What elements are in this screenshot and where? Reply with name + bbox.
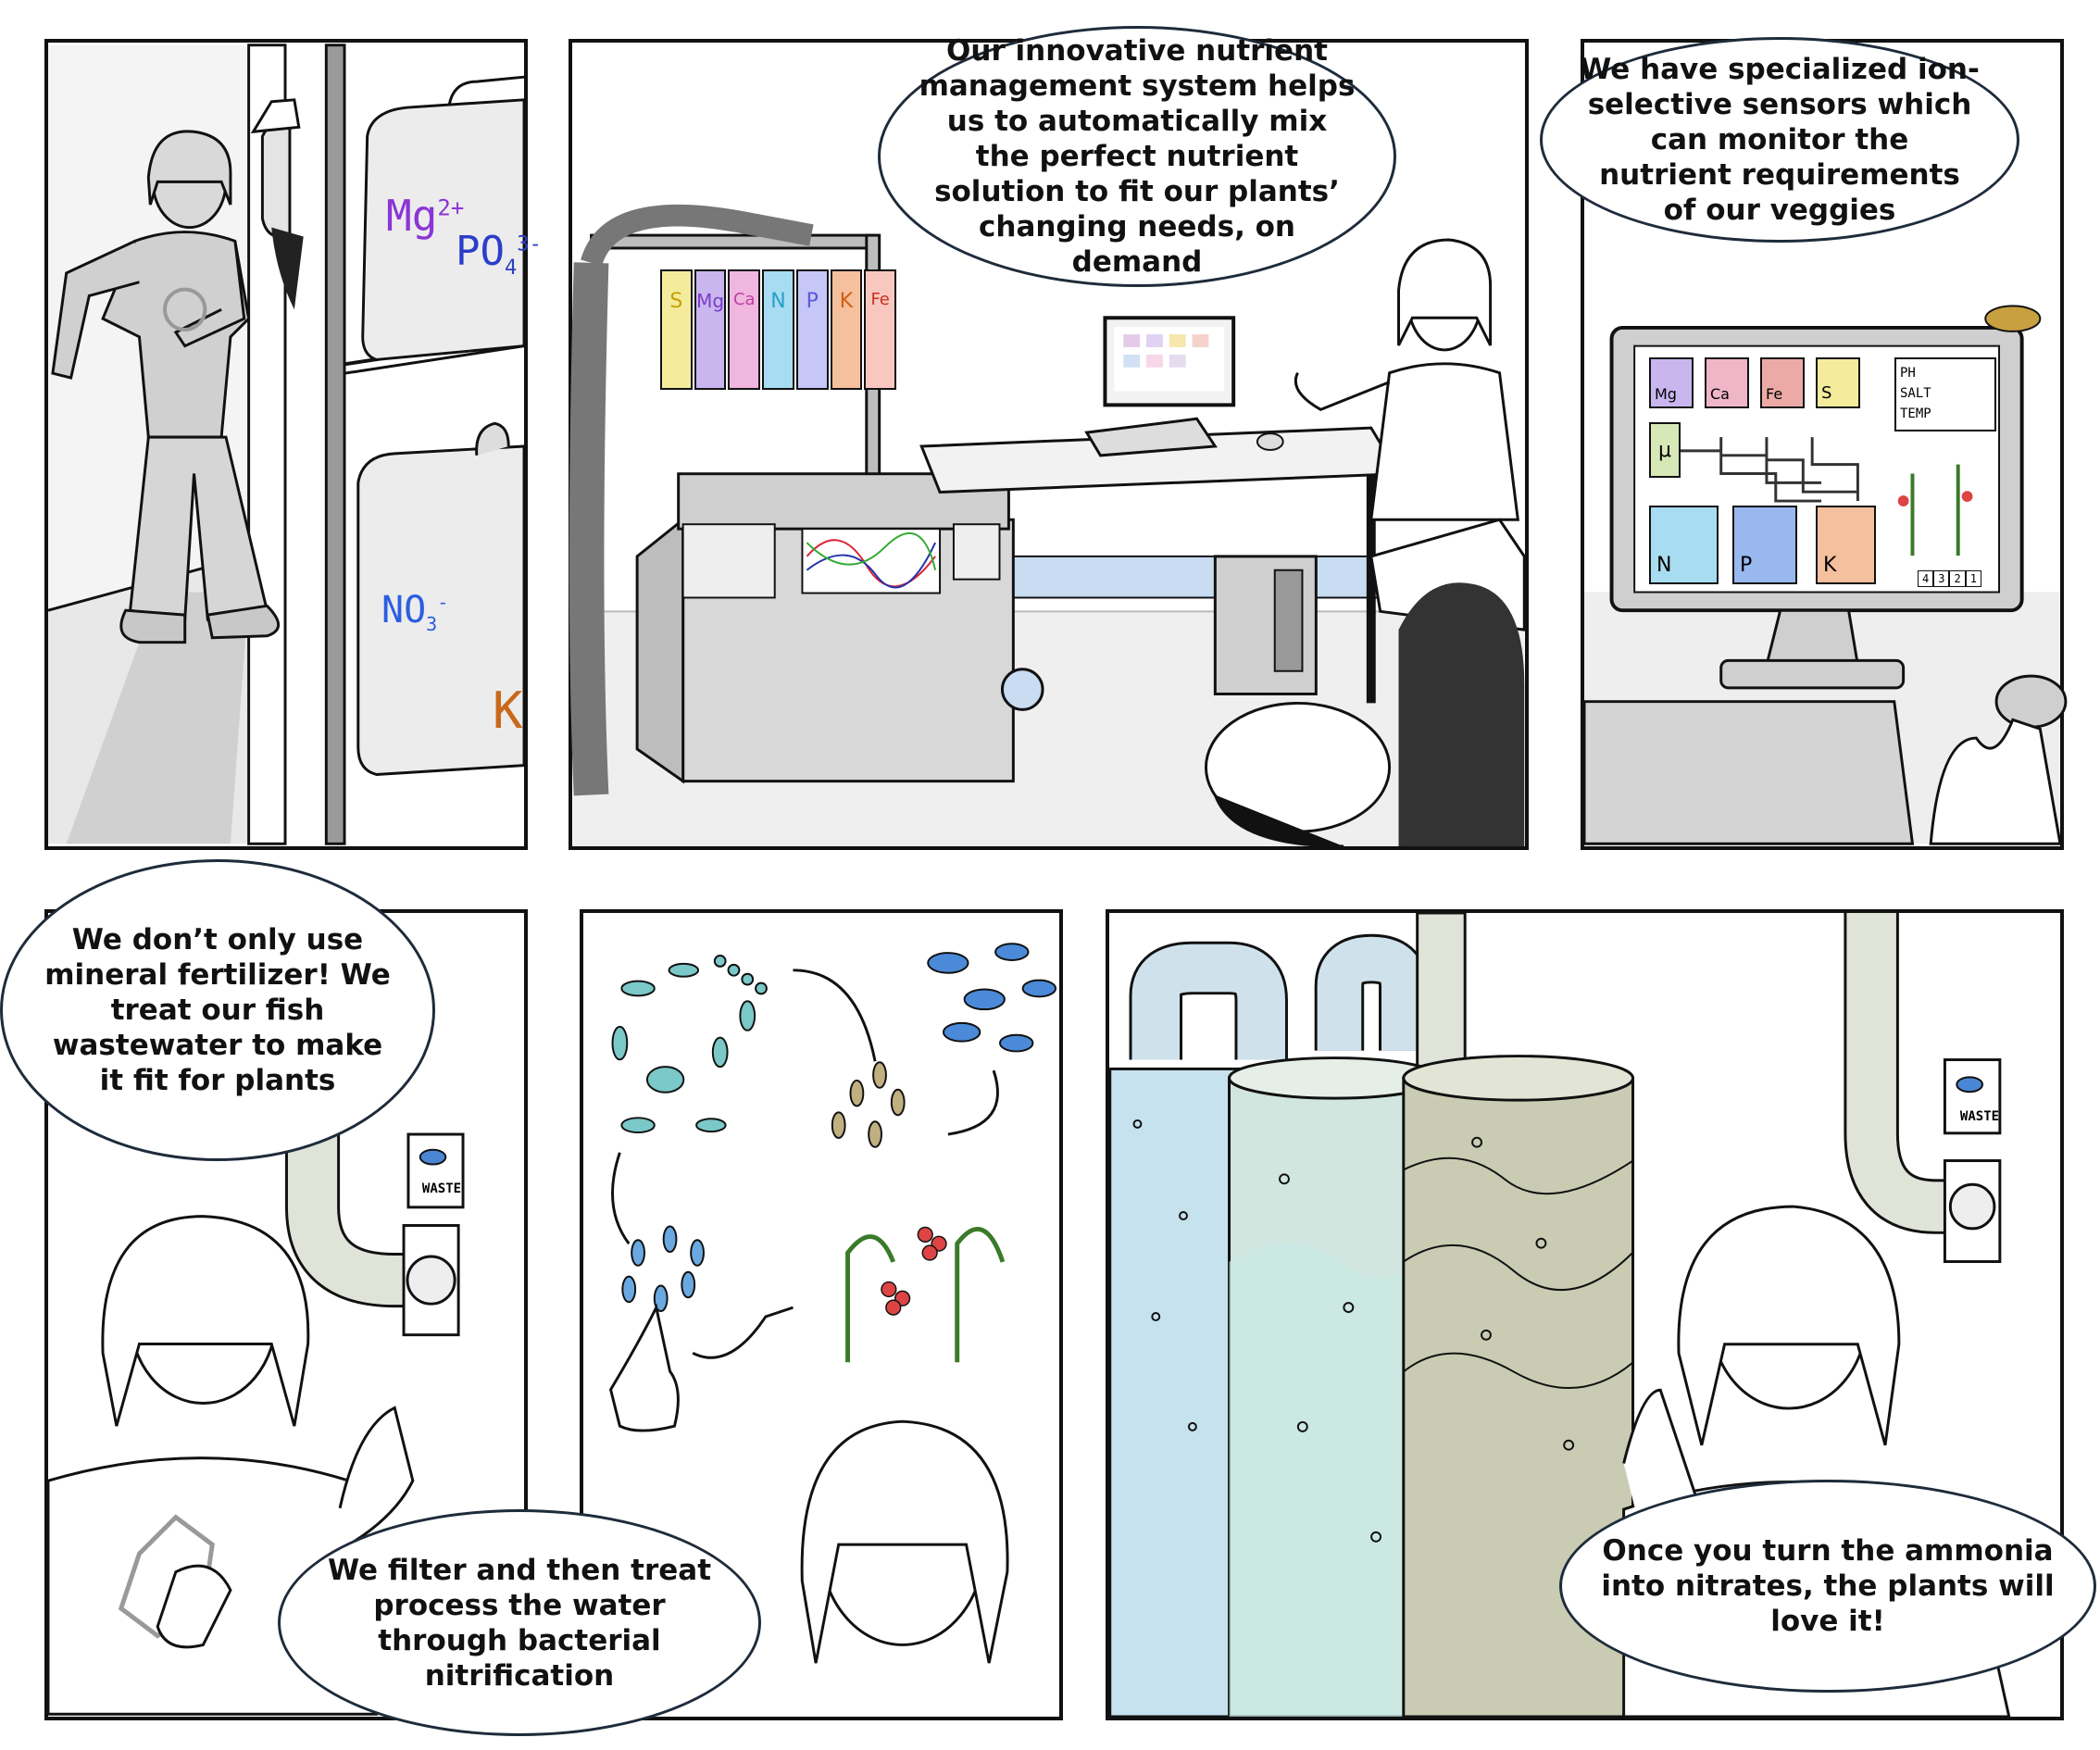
k-ion-label: K	[493, 681, 523, 740]
queue-3: 3	[1933, 570, 1950, 587]
dispenser-label: P	[806, 290, 819, 313]
tile-label: N	[1656, 554, 1672, 577]
readout-salt: SALT	[1900, 386, 1931, 401]
dispenser-k: K	[830, 269, 863, 390]
tile-mu: μ	[1649, 422, 1681, 478]
tile-label: Fe	[1766, 385, 1783, 403]
dispenser-row: S Mg Ca N P K Fe	[660, 269, 897, 390]
no3-ion-label: NO3-	[381, 589, 448, 635]
tile-label: Mg	[1655, 385, 1677, 403]
speech-text: We filter and then treat process the wat…	[327, 1553, 712, 1693]
speech-text: We don’t only use mineral fertilizer! We…	[44, 923, 391, 1097]
tile-s: S	[1816, 357, 1860, 408]
nutrient-machine-illustration	[569, 204, 1526, 848]
dispenser-label: K	[839, 290, 854, 313]
no-text: NO	[381, 589, 427, 631]
mg-charge: 2+	[437, 194, 465, 221]
speech-bubble-fertilizer: We don’t only use mineral fertilizer! We…	[0, 859, 435, 1161]
panel-storage-room: Mg2+ PO43- NO3- K	[44, 39, 542, 850]
storage-room-illustration	[47, 44, 526, 845]
speech-bubble-nutrient-system: Our innovative nutrient management syste…	[878, 26, 1396, 287]
dispenser-s: S	[660, 269, 693, 390]
po-sub: 4	[504, 256, 518, 280]
tile-label: P	[1740, 554, 1753, 577]
dispenser-p: P	[795, 269, 829, 390]
dispenser-n: N	[762, 269, 794, 390]
tile-mg: Mg	[1649, 357, 1694, 408]
readout-panel: PH SALT TEMP	[1894, 357, 1996, 431]
queue-4: 4	[1918, 570, 1934, 587]
tile-label: Ca	[1710, 385, 1730, 403]
tile-n: N	[1649, 506, 1719, 584]
dispenser-mg: Mg	[694, 269, 727, 390]
speech-bubble-sensors: We have specialized ion-selective sensor…	[1540, 37, 2019, 243]
speech-bubble-nitrates: Once you turn the ammonia into nitrates,…	[1559, 1480, 2096, 1693]
no-charge: -	[437, 591, 449, 614]
nitrification-cycle-illustration	[608, 943, 1057, 1664]
fish-waste-illustration	[46, 1106, 465, 1716]
dispenser-label: Fe	[870, 290, 890, 309]
readout-temp: TEMP	[1900, 406, 1931, 421]
speech-bubble-filter: We filter and then treat process the wat…	[278, 1509, 761, 1736]
queue-boxes: 4 3 2 1	[1918, 570, 1981, 587]
dispenser-label: Ca	[732, 290, 756, 309]
panel-nitrification-cycle	[580, 909, 1063, 1720]
dispenser-label: Mg	[696, 290, 725, 312]
tile-fe: Fe	[1760, 357, 1805, 408]
speech-text: We have specialized ion-selective sensor…	[1580, 53, 1980, 227]
tile-label: μ	[1658, 438, 1671, 462]
queue-2: 2	[1949, 570, 1966, 587]
dispenser-fe: Fe	[864, 269, 897, 390]
waste-sign-label: WASTE	[1959, 1109, 2000, 1124]
po4-ion-label: PO43-	[456, 228, 542, 280]
tile-label: K	[1823, 554, 1837, 577]
po-text: PO	[456, 228, 505, 275]
tile-label: S	[1821, 383, 1832, 403]
queue-1: 1	[1965, 570, 1981, 587]
no-sub: 3	[426, 613, 438, 635]
tile-ca: Ca	[1705, 357, 1749, 408]
mg-text: Mg	[386, 191, 438, 241]
mg-ion-label: Mg2+	[386, 191, 464, 241]
po-charge: 3-	[517, 232, 542, 256]
speech-text: Our innovative nutrient management syste…	[919, 34, 1356, 279]
dispenser-label: S	[669, 290, 683, 313]
readout-ph: PH	[1900, 366, 1916, 381]
speech-text: Once you turn the ammonia into nitrates,…	[1601, 1534, 2055, 1638]
dispenser-label: N	[770, 290, 786, 313]
waste-sign-label: WASTE	[421, 1181, 462, 1196]
tile-p: P	[1732, 506, 1797, 584]
dispenser-ca: Ca	[728, 269, 761, 390]
tile-k: K	[1816, 506, 1876, 584]
